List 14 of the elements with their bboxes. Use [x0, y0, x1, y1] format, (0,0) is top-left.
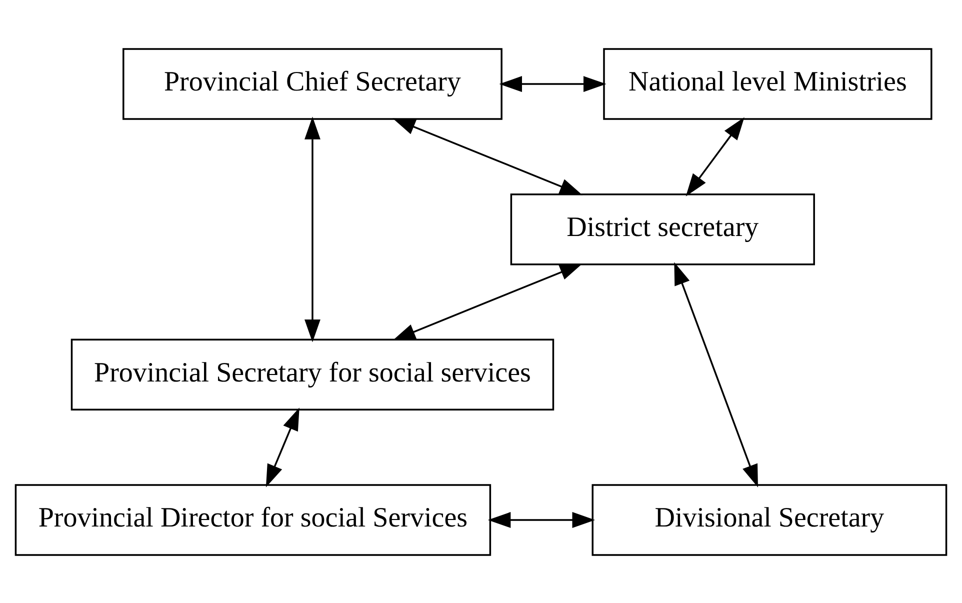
node-box: Divisional Secretary [592, 484, 948, 556]
arrow [392, 263, 583, 340]
arrow [266, 407, 300, 487]
node-box: National level Ministries [603, 48, 932, 120]
arrow [392, 118, 583, 195]
arrow [488, 512, 596, 528]
node-box: District secretary [510, 192, 815, 265]
arrow [499, 76, 606, 92]
arrow [674, 262, 758, 487]
arrow [686, 116, 744, 196]
arrow [304, 116, 320, 342]
node-box: Provincial Chief Secretary [122, 48, 502, 120]
node-box: Provincial Secretary for social services [70, 338, 554, 410]
node-box: Provincial Director for social Services [14, 484, 492, 556]
